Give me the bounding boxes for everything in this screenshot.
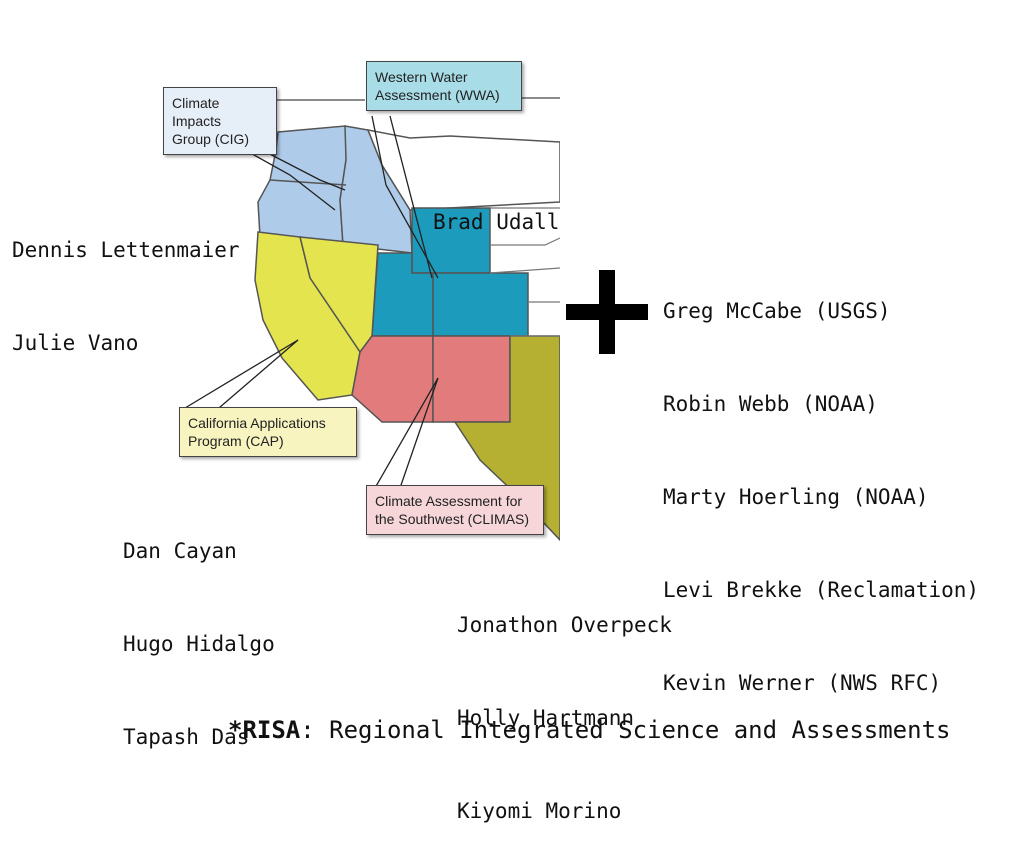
plus-icon <box>566 270 648 354</box>
footnote-definition: : Regional Integrated Science and Assess… <box>300 716 951 744</box>
team-member: Hugo Hidalgo <box>123 632 275 656</box>
team-member: Levi Brekke (Reclamation) <box>663 578 980 602</box>
team-wwa-names: Brad Udall <box>433 145 559 269</box>
callout-cap-line1: California Applications <box>188 415 326 431</box>
callout-cig-line1: Climate Impacts <box>172 95 222 129</box>
team-member: Greg McCabe (USGS) <box>663 299 891 323</box>
region-california <box>254 231 361 401</box>
team-cig-names: Dennis Lettenmaier Julie Vano <box>12 173 240 390</box>
team-member: Marty Hoerling (NOAA) <box>663 485 929 509</box>
risa-footnote: *RISA: Regional Integrated Science and A… <box>228 716 950 744</box>
callout-cap-line2: Program (CAP) <box>188 433 284 449</box>
callout-cap: California Applications Program (CAP) <box>179 407 357 457</box>
callout-climas: Climate Assessment for the Southwest (CL… <box>366 485 544 535</box>
team-cap-names: Dan Cayan Hugo Hidalgo Tapash Das <box>123 474 275 784</box>
region-new-mexico <box>432 335 511 423</box>
team-member: Dennis Lettenmaier <box>12 238 240 262</box>
team-member: Robin Webb (NOAA) <box>663 392 878 416</box>
footnote-term: *RISA <box>228 716 301 744</box>
climas-leader <box>374 377 439 489</box>
callout-climas-line2: the Southwest (CLIMAS) <box>375 511 530 527</box>
callout-climas-line1: Climate Assessment for <box>375 493 523 509</box>
team-member: Brad Udall <box>433 210 560 234</box>
callout-wwa: Western Water Assessment (WWA) <box>366 61 522 111</box>
callout-wwa-line2: Assessment (WWA) <box>375 87 500 103</box>
team-member: Kiyomi Morino <box>457 799 622 823</box>
team-climas-names: Jonathon Overpeck Holly Hartmann Kiyomi … <box>457 548 672 858</box>
team-member: Tapash Das <box>123 725 250 749</box>
team-member: Kevin Werner (NWS RFC) <box>663 671 942 695</box>
callout-cig: Climate Impacts Group (CIG) <box>163 87 277 155</box>
team-member: Julie Vano <box>12 331 139 355</box>
region-montana <box>366 129 560 211</box>
region-colorado <box>432 272 529 337</box>
team-member: Jonathon Overpeck <box>457 613 672 637</box>
callout-wwa-line1: Western Water <box>375 69 468 85</box>
team-member: Holly Hartmann <box>457 706 635 730</box>
cap-leader <box>184 339 299 421</box>
team-member: Dan Cayan <box>123 539 237 563</box>
team-agencies-names: Greg McCabe (USGS) Robin Webb (NOAA) Mar… <box>663 234 979 730</box>
callout-cig-line2: Group (CIG) <box>172 131 250 147</box>
wwa-leader <box>371 115 439 279</box>
